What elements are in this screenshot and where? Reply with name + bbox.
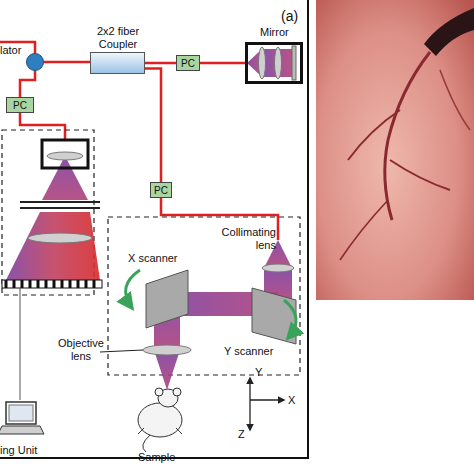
part-name: Collimating lens: [208, 226, 276, 252]
grating-symbol: [20, 207, 100, 209]
laptop-display: [9, 405, 33, 421]
y-scanner-mirror: [252, 288, 296, 344]
mirror-symbol: [292, 46, 296, 80]
node-text: lator: [0, 44, 26, 57]
node-text: PC: [177, 57, 199, 70]
fiber-coupler-box: 2x2 fiber Coupler: [90, 52, 145, 74]
fiber-line: [20, 71, 35, 97]
polarization-controller: PC: [6, 97, 34, 113]
collimating-lens: [262, 264, 294, 272]
rotation-arrow: [126, 270, 140, 308]
blood-vessel: [440, 70, 470, 130]
mouse-legs: [138, 428, 182, 434]
fiber-connector: [145, 69, 161, 183]
node-text: Mirror: [260, 26, 310, 39]
mouse-body: [138, 403, 182, 437]
lens-symbol: [275, 47, 282, 79]
y-axis: [249, 378, 250, 400]
fiber-connector: [145, 62, 176, 65]
polarization-controller: PC: [176, 55, 200, 71]
mouse-ear: [173, 388, 181, 396]
sample-arm-box: [108, 217, 300, 375]
fiber-connector: [200, 62, 245, 65]
x-axis: [250, 399, 284, 400]
laptop-base: [0, 426, 44, 434]
focused-beam: [154, 350, 180, 390]
objective-lens: [143, 345, 191, 355]
blood-vessel: [390, 160, 450, 190]
z-axis: [249, 400, 250, 430]
laptop-screen: [6, 402, 36, 424]
node-text: 2x2 fiber Coupler: [85, 25, 151, 51]
node-text: PC: [151, 184, 171, 197]
fiber-connector: [44, 61, 90, 64]
fiber-line: [20, 113, 65, 140]
lens-symbol: [28, 233, 92, 243]
part-name: ing Unit: [0, 444, 60, 457]
fundus-photo: [316, 0, 474, 300]
dispersed-beam: [6, 212, 100, 280]
grating-symbol: [20, 201, 100, 203]
node-text: PC: [7, 99, 33, 112]
panel-border: [0, 0, 308, 458]
polarization-controller: PC: [150, 182, 172, 198]
axis-label: Z: [238, 428, 250, 441]
lens-symbol: [47, 152, 83, 160]
probe-shadow: [424, 8, 474, 56]
blood-vessel: [340, 200, 388, 260]
camera-pixels: [6, 280, 94, 288]
line-camera: [2, 280, 102, 288]
part-name: Objective lens: [52, 337, 110, 363]
mouse-ear: [155, 388, 163, 396]
part-name: X scanner: [128, 252, 198, 265]
lens-symbol: [259, 47, 266, 79]
x-scanner-mirror: [146, 270, 188, 328]
part-name: Sample: [138, 451, 188, 464]
part-name: Y scanner: [224, 345, 294, 358]
blood-vessel: [348, 110, 400, 160]
blood-vessel: [385, 52, 430, 220]
panel-letter: (a): [281, 8, 307, 24]
axis-label: Y: [255, 366, 267, 379]
spectrometer-beam: [42, 156, 88, 200]
mouse-tail: [143, 435, 150, 452]
axis-label: X: [288, 394, 300, 407]
collimator-box: [42, 140, 88, 168]
data-cable: [20, 288, 21, 400]
reference-arm-box: Mirror: [245, 42, 303, 84]
isolator-circle: lator: [26, 53, 44, 71]
rotation-arrow: [284, 300, 296, 338]
leader-line: [100, 350, 143, 352]
